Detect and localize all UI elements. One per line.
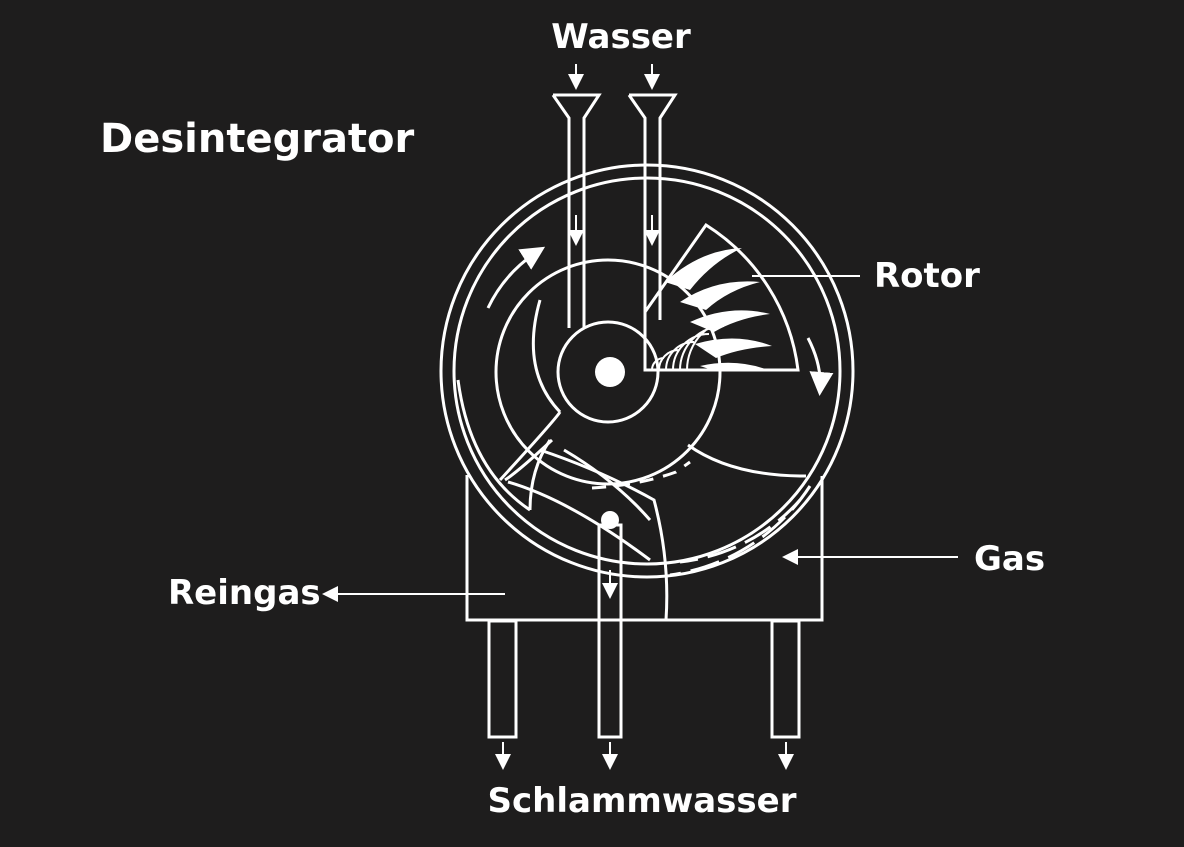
diagram-title: Desintegrator [100,116,415,162]
swirl-curve [687,443,806,478]
label-sludge-water: Schlammwasser [488,781,797,821]
rotor-hub [556,320,660,424]
outlet-legs [487,523,801,770]
inner-drum [494,258,722,486]
label-clean-gas: Reingas [168,573,321,613]
housing-box [465,475,824,622]
label-water: Wasser [551,17,691,57]
dashed-separators [591,460,812,577]
left-inner-arc [456,379,531,512]
water-inlet-left [551,64,602,328]
rotor-sector [643,222,800,372]
nozzle-tip [601,511,619,529]
label-gas: Gas [974,539,1045,579]
rotation-arrows [486,246,834,396]
partition-vanes [498,299,669,621]
water-inlet-right [627,64,678,328]
label-rotor: Rotor [874,256,980,296]
outer-casing [439,163,855,579]
